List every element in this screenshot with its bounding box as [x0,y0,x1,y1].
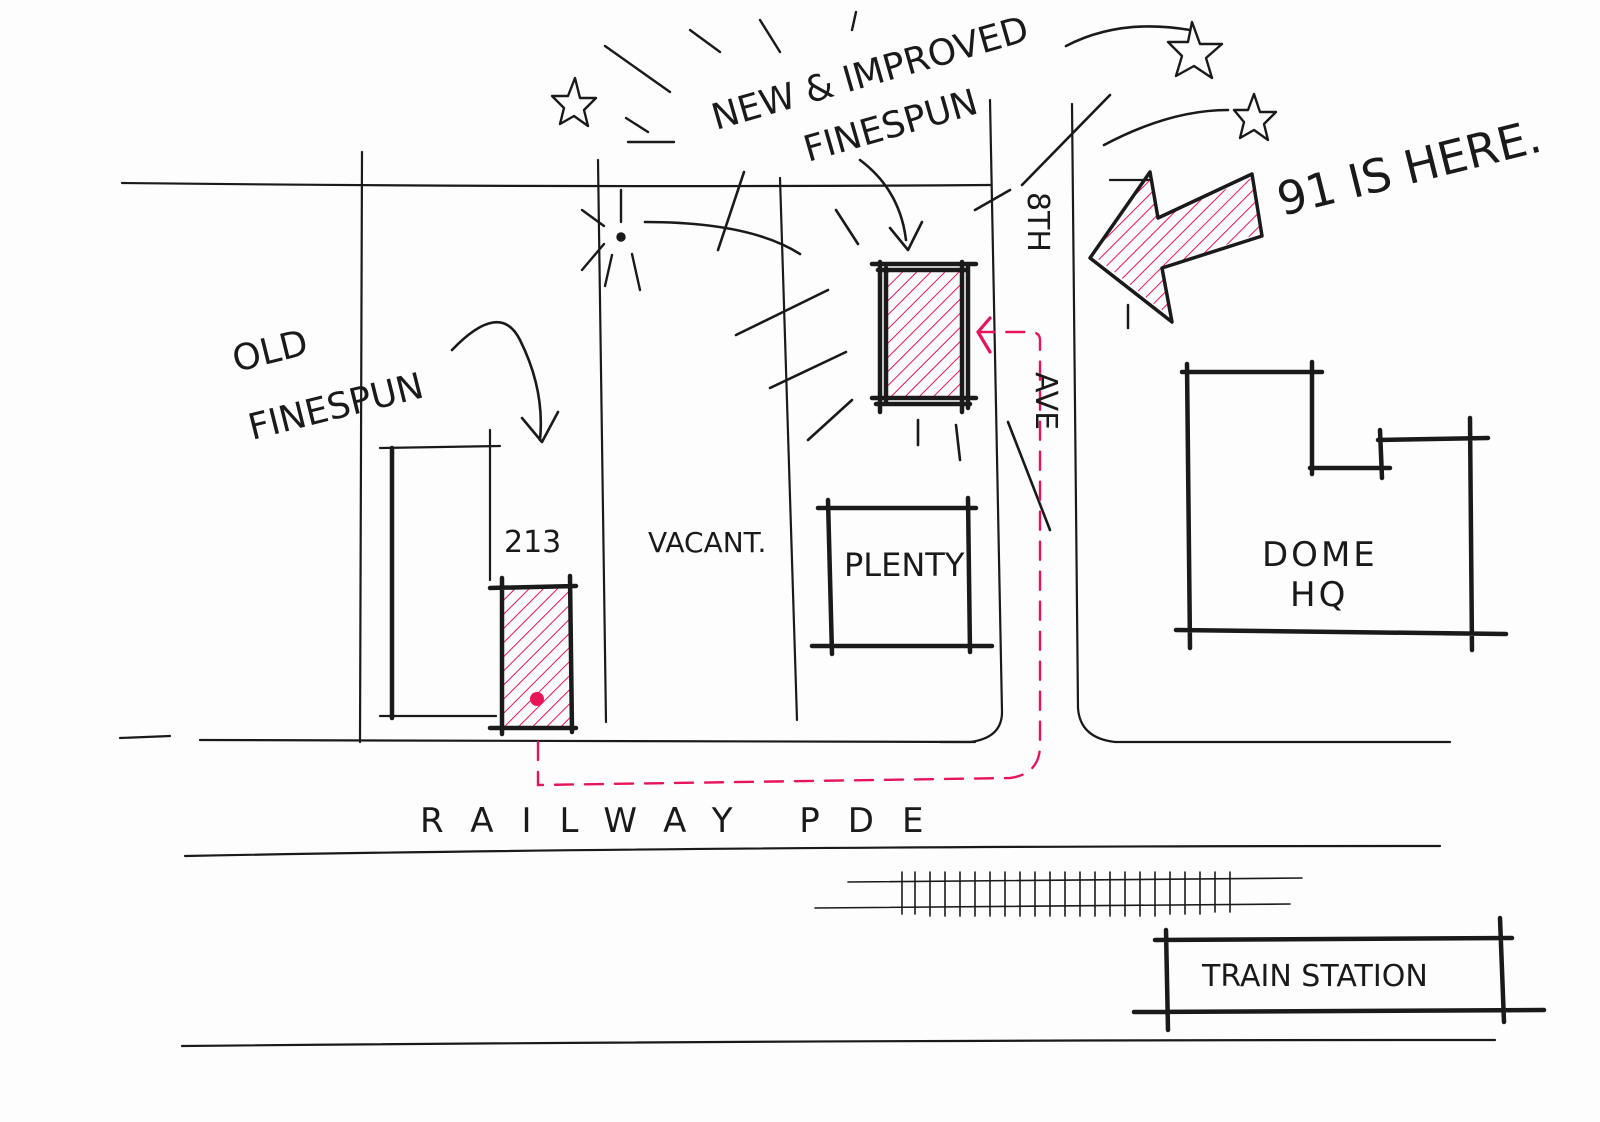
label-old: OLD [228,323,312,381]
label-railway-pde: RAILWAY PDE [420,801,951,841]
label-ave: AVE [1028,372,1063,430]
label-dome: DOME [1262,535,1378,575]
pointer-arrows [450,25,1230,444]
label-hq: HQ [1290,575,1348,615]
location-dot [530,692,544,706]
dome-hq-building [1173,359,1509,653]
label-91-is-here: 91 IS HERE. [1272,109,1547,227]
star-icon [550,76,598,128]
plenty-building [809,495,995,657]
label-train-station: TRAIN STATION [1201,959,1428,994]
unit-213 [487,573,579,737]
train-station-building [1131,915,1547,1033]
star-icon [1232,92,1278,142]
street-lines [118,98,1497,1048]
arrow-icon [1088,170,1264,330]
railway-tracks [814,871,1303,917]
label-plenty: PLENTY [844,546,965,584]
label-old-finespun: FINESPUN [244,366,427,449]
label-213: 213 [504,525,561,560]
label-8th: 8TH [1020,192,1055,252]
burst-icon [580,10,858,292]
burst-rays [643,93,1112,532]
new-finespun-building [869,259,979,415]
star-icon [1166,20,1224,80]
old-finespun-building [378,428,502,721]
label-vacant: VACANT. [648,526,766,559]
route-dashed-line [536,316,1042,787]
